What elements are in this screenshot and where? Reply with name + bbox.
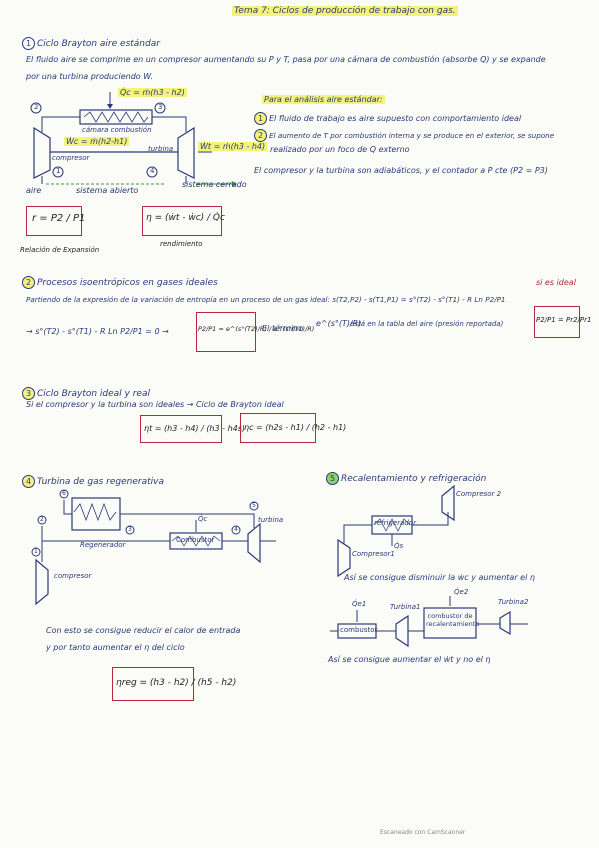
qc-label: Q̇c = ṁ(h3 - h2) bbox=[118, 88, 187, 97]
section4-heading-text: Turbina de gas regenerativa bbox=[37, 477, 164, 487]
section2-eq-box bbox=[196, 312, 256, 352]
section3-line1: Si el compresor y la turbina son ideales… bbox=[26, 400, 284, 409]
combustor-recal-label: combustor de recalentamiento bbox=[426, 612, 480, 628]
note1-number: 1 bbox=[254, 112, 267, 125]
compresor2-label: Compresor 2 bbox=[456, 490, 502, 498]
combustor-label: Combustor bbox=[176, 536, 215, 544]
note2a-text: El aumento de T por combustión interna y… bbox=[269, 131, 555, 140]
refrigerador-label: refrigerador bbox=[374, 519, 416, 527]
regenerador-label: Regenerador bbox=[80, 541, 126, 549]
eta-equation: η = (ẇt - ẇc) / Q̇c bbox=[146, 213, 225, 223]
wc-label-text: Ẇc = ṁ(h2-h1) bbox=[64, 137, 130, 146]
s4-node-6: 1 bbox=[34, 548, 38, 555]
section1-line2: por una turbina produciendo W. bbox=[26, 72, 154, 81]
si-ideal: si es ideal bbox=[536, 278, 576, 287]
qe1-label: Q̇e1 bbox=[352, 600, 367, 608]
node-4: 4 bbox=[150, 167, 155, 175]
section2-final-eq: P2/P1 = Pr2/Pr1 bbox=[536, 316, 592, 324]
eta-reg-box bbox=[112, 667, 194, 701]
sistema-cerrado-label: sistema cerrado bbox=[182, 180, 247, 189]
eta-caption: rendimiento bbox=[160, 240, 203, 248]
wt-label-text: Ẇt = ṁ(h3 - h4) bbox=[198, 142, 268, 151]
wc-label: Ẇc = ṁ(h2-h1) bbox=[64, 137, 130, 146]
eta-t-eq: ηt = (h3 - h4) / (h3 - h4s) bbox=[144, 424, 246, 433]
node-3: 3 bbox=[158, 103, 163, 111]
note-head-text: Para el análisis aire estándar: bbox=[262, 95, 385, 104]
s4-node-4: 4 bbox=[234, 526, 238, 533]
section2-eq-box-content: P2/P1 = e^(s°(T2)/R) / e^(s°(T1)/R) bbox=[198, 325, 315, 333]
s4-node-3: 3 bbox=[128, 526, 132, 533]
eta-equation-box bbox=[142, 206, 222, 236]
combustor-s5-label: combustor bbox=[340, 626, 378, 634]
section3-heading-text: Ciclo Brayton ideal y real bbox=[37, 389, 150, 399]
sistema-abierto-label: sistema abierto bbox=[76, 186, 139, 195]
turbina-label: turbina bbox=[148, 145, 174, 153]
eta-reg-eq: ηreg = (h3 - h2) / (h5 - h2) bbox=[116, 678, 237, 688]
section2-number: 2 bbox=[22, 276, 35, 289]
r-equation-box bbox=[26, 206, 82, 236]
note2-number: 2 bbox=[254, 129, 267, 142]
note2b: realizado por un foco de Q externo bbox=[270, 145, 410, 154]
node-1: 1 bbox=[56, 167, 61, 175]
r-equation: r = P2 / P1 bbox=[32, 213, 86, 224]
title-highlight: Tema 7: Ciclos de producción de trabajo … bbox=[232, 6, 458, 16]
section3-number: 3 bbox=[22, 387, 35, 400]
termino-exp: e^(s°(T)/R) bbox=[316, 319, 362, 328]
s4-node-1: 6 bbox=[62, 490, 66, 497]
aire-label: aire bbox=[26, 186, 42, 195]
esta-tabla: está en la tabla del aire (presión repor… bbox=[350, 320, 504, 328]
note3: El compresor y la turbina son adiabático… bbox=[254, 166, 548, 175]
qc-label-text: Q̇c = ṁ(h3 - h2) bbox=[118, 88, 187, 97]
section4-text2: y por tanto aumentar el η del ciclo bbox=[46, 643, 185, 652]
termino-label: El término bbox=[262, 324, 304, 333]
section4-turbina: turbina bbox=[258, 516, 284, 524]
section2-line1: Partiendo de la expresión de la variació… bbox=[26, 295, 506, 304]
section5-number: 5 bbox=[326, 472, 339, 485]
note-head: Para el análisis aire estándar: bbox=[262, 95, 385, 104]
section1-line1: El fluido aire se comprime en un compres… bbox=[26, 55, 546, 64]
wt-label: Ẇt = ṁ(h3 - h4) bbox=[198, 142, 268, 151]
section4-compresor: compresor bbox=[54, 572, 92, 580]
section1-heading-text: Ciclo Brayton aire estándar bbox=[37, 39, 160, 49]
turbina1-label: Turbina1 bbox=[390, 603, 421, 611]
eta-t-box bbox=[140, 415, 222, 443]
compresor1-label: Compresor1 bbox=[352, 550, 395, 558]
eta-c-box bbox=[240, 413, 316, 443]
r-caption: Relación de Expansión bbox=[20, 246, 100, 254]
note1-text: El fluido de trabajo es aire supuesto co… bbox=[269, 114, 522, 123]
qe2-label: Q̇e2 bbox=[454, 588, 469, 596]
section4-qc: Q̇c bbox=[198, 515, 208, 523]
section5-heading-text: Recalentamiento y refrigeración bbox=[341, 474, 487, 484]
camara-label: cámara combustión bbox=[82, 126, 152, 134]
page-title: Tema 7: Ciclos de producción de trabajo … bbox=[232, 6, 458, 16]
section5-text2: Así se consigue aumentar el ẇt y no el η bbox=[328, 655, 491, 664]
footer-scanner: Escaneado con CamScanner bbox=[380, 829, 466, 836]
compresor-label: compresor bbox=[52, 154, 90, 162]
s4-node-2: 2 bbox=[40, 516, 44, 523]
section4-number: 4 bbox=[22, 475, 35, 488]
section1-number: 1 bbox=[22, 37, 35, 50]
section2-eq-left: → s°(T2) - s°(T1) - R Ln P2/P1 = 0 → bbox=[26, 327, 169, 336]
section2-heading-text: Procesos isoentrópicos en gases ideales bbox=[37, 278, 218, 288]
section4-text1: Con esto se consigue reducir el calor de… bbox=[46, 626, 241, 635]
eta-c-eq: ηc = (h2s - h1) / (h2 - h1) bbox=[244, 423, 347, 432]
section5-text1: Así se consigue disminuir la ẇc y aument… bbox=[344, 573, 535, 582]
node-2: 2 bbox=[34, 103, 39, 111]
section2-final-box bbox=[534, 306, 580, 338]
turbina2-label: Turbina2 bbox=[498, 598, 529, 606]
s4-node-5: 5 bbox=[252, 502, 256, 509]
qs-label: Q̇s bbox=[394, 542, 404, 550]
